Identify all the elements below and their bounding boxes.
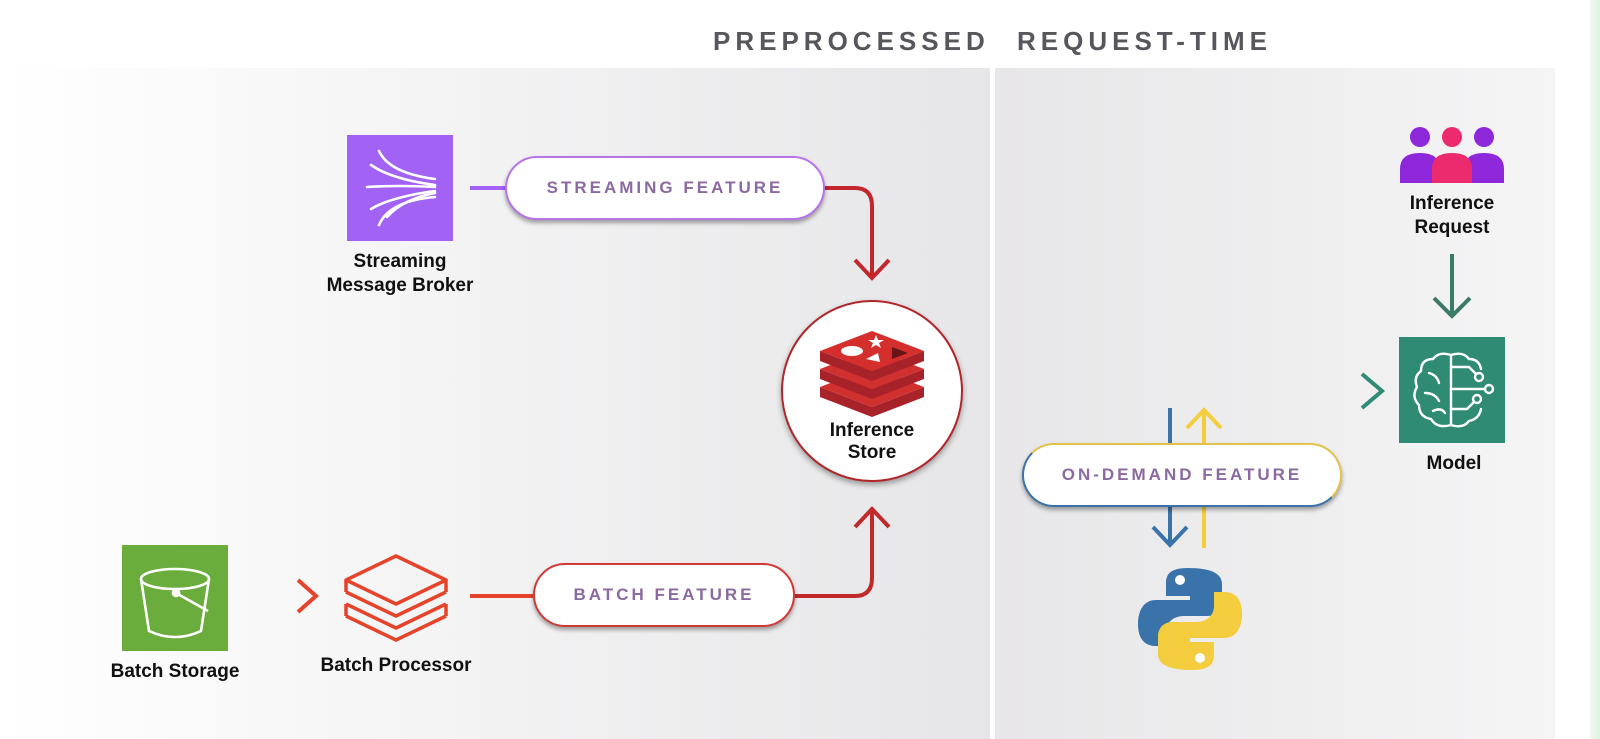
users-group-icon <box>1398 125 1506 185</box>
stream-lines-icon <box>347 135 453 241</box>
redis-stack-icon <box>816 325 928 420</box>
inference-store-label: Inference Store <box>829 420 915 463</box>
stacked-layers-icon <box>340 548 452 648</box>
request-time-title: REQUEST-TIME <box>1017 26 1273 56</box>
batch-processor-label: Batch Processor <box>320 655 472 676</box>
streaming-arrowhead <box>853 258 891 281</box>
on-demand-down-arrowhead <box>1151 525 1189 548</box>
bucket-icon <box>122 545 228 651</box>
python-logo-icon <box>1136 566 1244 672</box>
store-model-arrowhead <box>1360 372 1386 410</box>
request-model-arrowhead <box>1432 296 1472 319</box>
storage-processor-arrowhead <box>296 578 320 614</box>
streaming-arrow <box>825 186 874 276</box>
batch-arrow <box>795 510 874 598</box>
batch-storage-label: Batch Storage <box>110 661 240 682</box>
preprocessed-title: PREPROCESSED <box>713 26 990 56</box>
on-demand-feature-pill: ON-DEMAND FEATURE <box>1022 443 1342 507</box>
on-demand-up-arrowhead <box>1185 407 1223 430</box>
batch-feature-pill: BATCH FEATURE <box>533 563 795 627</box>
model-label: Model <box>1426 453 1482 474</box>
batch-arrowhead <box>853 506 891 529</box>
inference-request-label: Inference Request <box>1409 193 1495 238</box>
streaming-broker-label: Streaming Message Broker <box>326 251 474 296</box>
brain-circuit-icon <box>1399 337 1505 443</box>
edge-strip <box>1590 0 1600 739</box>
streaming-feature-pill: STREAMING FEATURE <box>505 156 825 220</box>
